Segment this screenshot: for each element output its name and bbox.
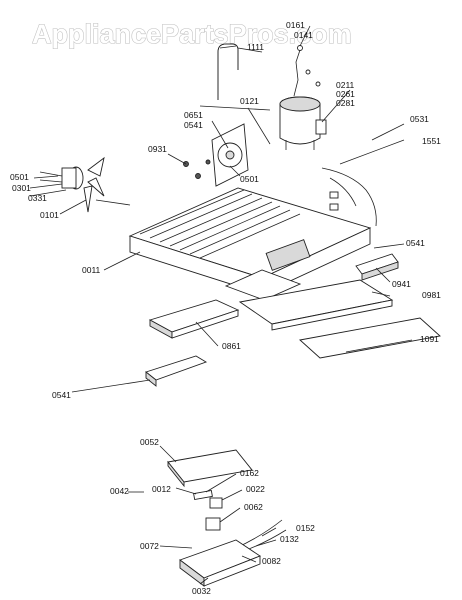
label-0141: 0141 xyxy=(294,30,313,40)
label-0052: 0052 xyxy=(140,437,159,447)
watermark-text: AppliancePartsPros.com xyxy=(32,19,352,49)
label-0261: 0261 xyxy=(336,89,355,99)
label-0132: 0132 xyxy=(280,534,299,544)
label-0861: 0861 xyxy=(222,341,241,351)
tube-1111 xyxy=(217,43,263,100)
block-0022 xyxy=(209,497,223,509)
housing-0032 xyxy=(179,539,261,587)
compressor-0211 xyxy=(279,96,327,150)
label-0101: 0101 xyxy=(40,210,59,220)
label-0012: 0012 xyxy=(152,484,171,494)
label-0931: 0931 xyxy=(148,144,167,154)
label-0161: 0161 xyxy=(286,20,305,30)
label-0152: 0152 xyxy=(296,523,315,533)
base-pan-0011 xyxy=(128,187,372,301)
label-1111: 1111 xyxy=(247,42,264,52)
bracket-0541 xyxy=(145,355,208,387)
bracket-0941 xyxy=(355,253,399,281)
label-0281: 0281 xyxy=(336,98,355,108)
label-0022: 0022 xyxy=(246,484,265,494)
label-0541-top: 0541 xyxy=(184,120,203,130)
label-0981: 0981 xyxy=(422,290,441,300)
label-0541-right: 0541 xyxy=(406,238,425,248)
label-0501-right: 0501 xyxy=(240,174,259,184)
block-0062 xyxy=(205,517,221,531)
wire-0161 xyxy=(293,45,321,97)
label-1091: 1091 xyxy=(420,334,439,344)
label-0651: 0651 xyxy=(184,110,203,120)
wire-bundle-1551 xyxy=(321,167,377,227)
fan-shroud-0651 xyxy=(211,123,249,187)
label-0531: 0531 xyxy=(410,114,429,124)
label-0062: 0062 xyxy=(244,502,263,512)
label-0011: 0011 xyxy=(82,265,101,275)
leader-lines xyxy=(29,25,413,585)
label-0032: 0032 xyxy=(192,586,211,596)
label-0941: 0941 xyxy=(392,279,411,289)
label-0301: 0301 xyxy=(12,183,31,193)
fan-motor-0101 xyxy=(39,156,131,213)
label-0072: 0072 xyxy=(140,541,159,551)
part-labels: 0161 0141 1111 0211 0261 0281 0121 0651 … xyxy=(10,20,441,596)
drip-tray-0861 xyxy=(148,299,240,339)
label-0042: 0042 xyxy=(110,486,129,496)
label-1551: 1551 xyxy=(422,136,441,146)
clip-0162 xyxy=(193,489,213,501)
label-0211: 0211 xyxy=(336,80,355,90)
drain-pan-0981 xyxy=(238,279,394,331)
tray-1091 xyxy=(299,317,441,359)
cover-0052 xyxy=(167,449,253,488)
label-0121: 0121 xyxy=(240,96,259,106)
label-0082: 0082 xyxy=(262,556,281,566)
label-0331: 0331 xyxy=(28,193,47,203)
label-0162: 0162 xyxy=(240,468,259,478)
label-0501-left: 0501 xyxy=(10,172,29,182)
label-0541-bottom: 0541 xyxy=(52,390,71,400)
fasteners-0931 xyxy=(183,159,211,179)
